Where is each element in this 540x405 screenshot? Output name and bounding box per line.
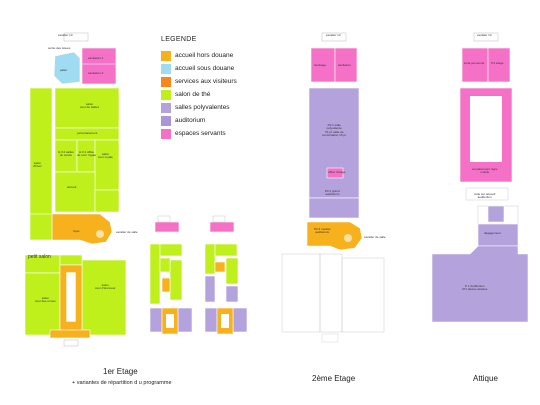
room-accueil-right — [94, 189, 120, 213]
room-gallery-top — [59, 254, 83, 266]
legend-item: accueil hors douane — [161, 49, 271, 62]
label-sanitaires-left-2: sanitaires 2 — [88, 71, 104, 75]
legend-title: LEGENDE — [161, 36, 197, 43]
label-degagement: dégagement — [484, 231, 501, 235]
legend-label: espaces servants — [175, 130, 226, 137]
caption-second-floor: 2ème Etage — [312, 374, 356, 383]
legend-label: accueil sous douane — [175, 65, 235, 72]
room-escalier — [63, 32, 89, 42]
room-p23 — [306, 221, 363, 251]
room-p1-auditorium — [431, 245, 529, 323]
room-accueil — [54, 171, 96, 213]
label-p3: P.3 étage — [491, 61, 504, 65]
legend-item: auditorium — [161, 114, 271, 127]
label-stockage: stockage — [314, 63, 327, 67]
caption-first-floor-sub: + variantes de répartition d u programme — [72, 380, 172, 386]
room-p21 — [308, 87, 360, 199]
label-local-personnel: local personnel — [464, 61, 485, 65]
variant-plan-1 — [149, 215, 193, 335]
legend-swatch — [161, 89, 171, 100]
legend: LEGENDE accueil hors douane accueil sous … — [161, 36, 271, 140]
legend-label: accueil hors douane — [175, 52, 234, 59]
label-escalier-left: escalier 13 — [58, 33, 73, 37]
caption-first-floor: 1er Etage — [103, 367, 138, 376]
legend-label: auditorium — [175, 117, 206, 124]
legend-label: salon de thé — [175, 91, 211, 98]
label-palier: palier — [60, 68, 68, 72]
legend-swatch — [161, 50, 171, 61]
room-sanitaires — [81, 47, 117, 85]
room-stockage — [310, 47, 336, 83]
room-local-personnel — [461, 47, 489, 83]
label-foyer: foyer — [73, 229, 80, 233]
room-salon-royale — [94, 139, 120, 191]
label-accueil: accueil — [67, 185, 77, 189]
label-escalier-right: escalier 13 — [477, 33, 492, 37]
room-palier — [53, 51, 81, 85]
label-sanitaires-mid: sanitaires — [338, 63, 351, 67]
label-escalier-salle: escalier de salle — [116, 230, 138, 234]
legend-swatch — [161, 76, 171, 87]
second-floor-plan — [281, 32, 385, 343]
room-salon-ormes — [24, 272, 61, 336]
legend-label: services aux visiteurs — [175, 78, 237, 85]
attic-plan — [431, 32, 529, 323]
label-escalier-mid: escalier 13 — [326, 33, 341, 37]
label-petit-placement: petit placement — [77, 131, 98, 135]
legend-list: accueil hors douane accueil sous douane se… — [161, 49, 271, 140]
label-sortie-secours: sortie des issues — [48, 46, 71, 50]
room-foyer — [51, 213, 113, 245]
legend-item: accueil sous douane — [161, 62, 271, 75]
label-sanitaires-left: sanitaires 1 — [88, 56, 104, 60]
label-escalier-salle-mid: escalier de salle — [364, 235, 386, 239]
legend-swatch — [161, 63, 171, 74]
first-floor-plan — [24, 32, 127, 347]
legend-swatch — [161, 102, 171, 113]
label-petit-salon: petit salon — [28, 254, 51, 260]
legend-item: espaces servants — [161, 127, 271, 140]
room-p3 — [487, 47, 511, 83]
legend-label: salles polyvalentes — [175, 104, 230, 111]
variant-plan-2 — [204, 215, 248, 335]
room-salon-honneur — [81, 259, 127, 336]
room-sanitaires — [334, 47, 358, 83]
legend-swatch — [161, 115, 171, 126]
room-p22 — [308, 197, 360, 219]
caption-attic: Attique — [473, 374, 498, 383]
legend-swatch — [161, 128, 171, 139]
legend-item: salon de thé — [161, 88, 271, 101]
legend-item: salles polyvalentes — [161, 101, 271, 114]
label-office-etage: office d'étage — [328, 170, 346, 174]
legend-item: services aux visiteurs — [161, 75, 271, 88]
